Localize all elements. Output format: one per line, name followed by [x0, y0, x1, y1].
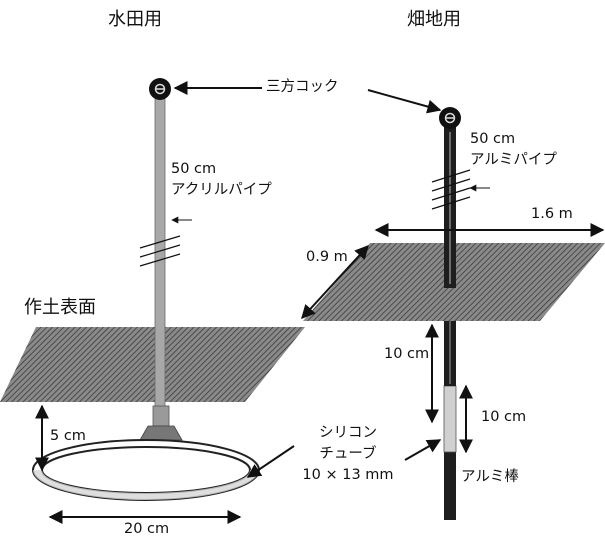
- depth-10cm-a-label: 10 cm: [384, 346, 430, 362]
- paddy-title: 水田用: [108, 9, 162, 30]
- aluminum-rod: [444, 452, 456, 520]
- break-mark-right-3: [431, 187, 471, 201]
- width-1-6m-label: 1.6 m: [531, 206, 573, 222]
- aluminum-rod-label: アルミ棒: [461, 469, 519, 485]
- alu-length-label: 50 cm: [470, 131, 516, 147]
- acrylic-length-label: 50 cm: [171, 161, 217, 177]
- stopcock-arrow-right: [367, 89, 442, 114]
- dim-0-9m: [301, 244, 369, 320]
- break-mark-right-2: [431, 178, 471, 192]
- acrylic-pipe-label: アクリルパイプ: [171, 182, 272, 198]
- height-5cm-label: 5 cm: [50, 428, 86, 444]
- break-mark-right-1: [431, 169, 471, 183]
- paddy-funnel: [139, 425, 183, 441]
- silicone-right-pointer: [404, 439, 442, 461]
- upland-title: 畑地用: [407, 9, 461, 30]
- width-20cm-label: 20 cm: [124, 521, 170, 537]
- silicone-tube-section: [443, 385, 457, 453]
- acrylic-pipe: [154, 97, 166, 409]
- paddy-soil-plane: [0, 327, 305, 402]
- depth-0-9m-label: 0.9 m: [306, 249, 348, 265]
- silicone-size-label: 10 × 13 mm: [302, 467, 394, 483]
- break-mark-right-4: [431, 196, 471, 210]
- silicone-label-line1: シリコン: [319, 425, 377, 441]
- depth-10cm-b-label: 10 cm: [481, 409, 527, 425]
- silicone-label-line2: チューブ: [319, 446, 377, 462]
- alu-pipe-label: アルミパイプ: [470, 152, 557, 168]
- break-mark-left-1: [139, 235, 181, 249]
- silicone-pointer-arrow: [246, 445, 295, 478]
- stopcock-label: 三方コック: [266, 79, 339, 95]
- silicone-tube-ring-inner: [41, 446, 251, 494]
- paddy-connector: [152, 405, 170, 427]
- topsoil-label: 作土表面: [24, 297, 96, 318]
- break-mark-left-2: [139, 244, 181, 258]
- break-mark-left-3: [139, 253, 181, 267]
